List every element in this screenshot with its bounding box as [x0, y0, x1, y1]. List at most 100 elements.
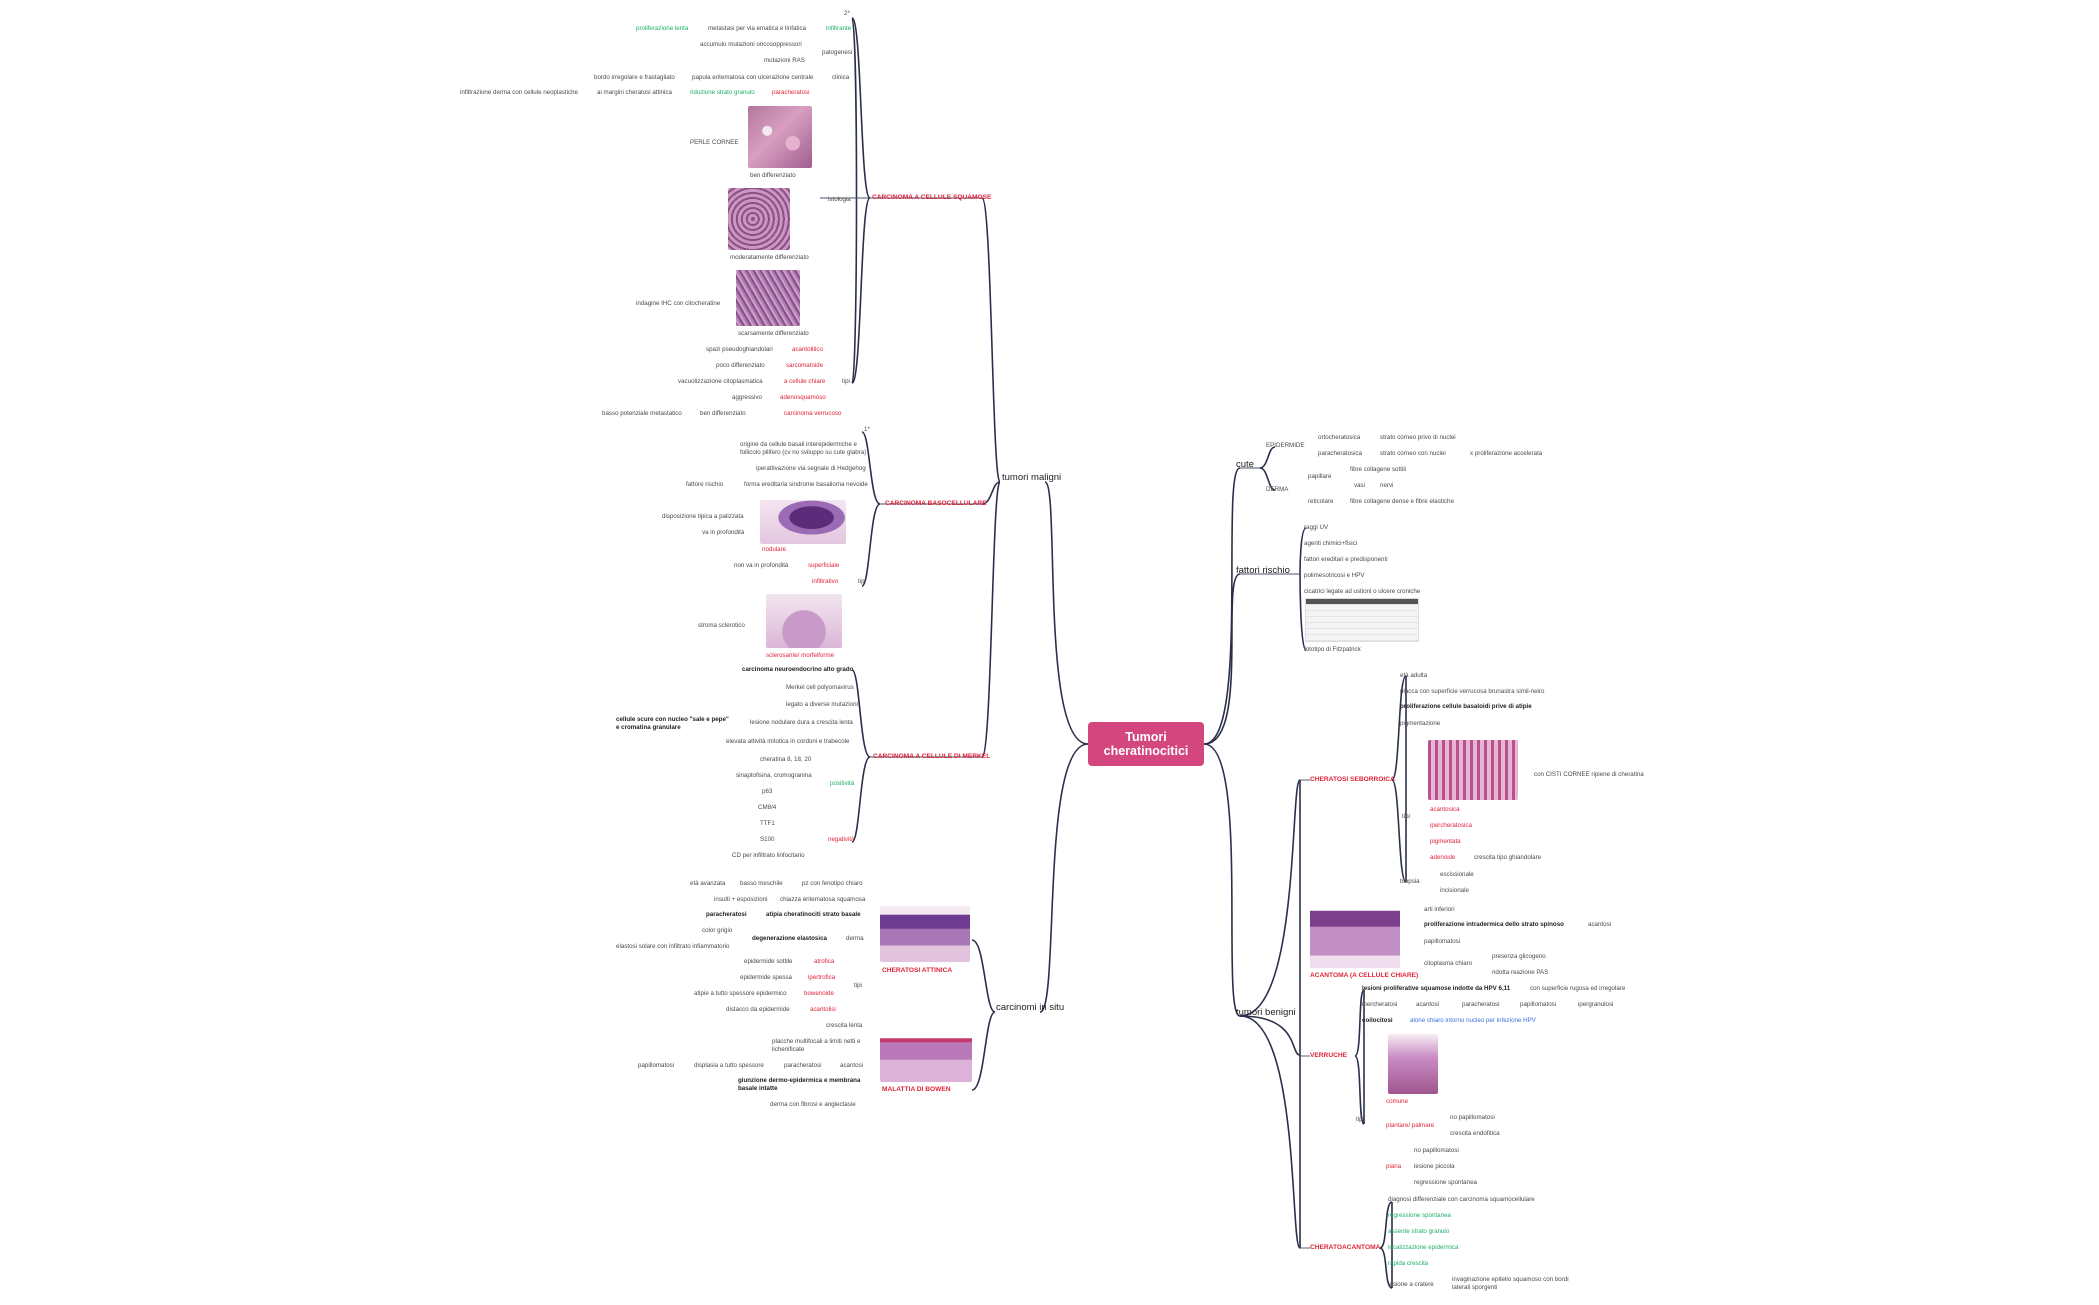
seb-t1: acantosica [1430, 806, 1460, 813]
histology-image [1388, 1034, 1438, 1094]
bowen-giunzione2: basale intatte [738, 1085, 778, 1092]
scc-tipi: tipi [842, 378, 850, 385]
bcc-tipi: tipi [858, 578, 866, 585]
rischio-foto: fototipo di Fitzpatrick [1304, 646, 1361, 653]
branch-tumori-benigni[interactable]: tumori benigni [1236, 1007, 1296, 1018]
scc-t4b: adenosquamoso [780, 394, 826, 401]
seb-b2: incisionale [1440, 887, 1469, 894]
merkel-p2: sinaptofisina, cromogranina [736, 772, 812, 779]
attinica-chiazza: chiazza eritematosa squamosa [780, 896, 866, 903]
bcc-origine2: follicolo pilifero (cv no sviluppo su cu… [740, 449, 867, 456]
verruche-comune: comune [1386, 1098, 1409, 1105]
scc-mut2: mutazioni RAS [764, 57, 805, 64]
scc-t3a: vacuolizzazione citoplasmatica [678, 378, 763, 385]
scc-moder: moderatamente differenziato [730, 254, 809, 261]
bowen-placche1: placche multifocali a limiti netti e [772, 1038, 861, 1045]
merkel-p3: p63 [762, 788, 773, 795]
attinica-e2a: epidermide spessa [740, 974, 792, 981]
bcc-origine1: origine da cellule basali interepidermic… [740, 441, 857, 448]
seb-title[interactable]: CHERATOSI SEBORROICA [1310, 776, 1395, 783]
scc-metastasi: metastasi per via ematica e linfatica [708, 25, 807, 32]
cute-ret-d: fibre collagene dense e fibre elastiche [1350, 498, 1454, 505]
cute-nervi: nervi [1380, 482, 1394, 489]
bcc-disposizione: disposizione tipica a palizzata [662, 513, 744, 520]
chera-d2: regressione spontanea [1388, 1212, 1451, 1219]
verruche-piana: piana [1386, 1163, 1402, 1170]
bcc-title[interactable]: CARCINOMA BASOCELLULARE [885, 500, 987, 507]
scc-bordo: bordo irregolare e frastagliato [594, 74, 675, 81]
scc-indagine: indagine IHC con citocheratine [636, 300, 721, 307]
verruche-coilo-d: alone chiaro intorno nucleo per infezion… [1410, 1017, 1536, 1024]
attinica-derma: derma [846, 935, 864, 942]
verruche-plantare: plantare/ palmare [1386, 1122, 1435, 1129]
scc-margini: ai margini cheratosi attinica [597, 89, 672, 96]
branch-carcinomi-in-situ[interactable]: carcinomi in situ [996, 1002, 1065, 1013]
branch-fattori-rischio[interactable]: fattori rischio [1236, 565, 1290, 576]
seb-prolif: proliferazione cellule basaloidi prive d… [1400, 703, 1532, 710]
verruche-acantosi: acantosi [1416, 1001, 1440, 1008]
bcc-nodulare: nodulare [762, 546, 787, 553]
scc-paracheratosi: paracheratosi [772, 89, 810, 96]
chera-d3: assente strato granulo [1388, 1228, 1450, 1235]
merkel-elevata: elevata attività mitotica in cordoni e t… [726, 738, 850, 745]
bcc-iper: iperattivazione via segnale di Hedgehog [756, 465, 866, 472]
cute-parak-d: strato corneo con nuclei [1380, 450, 1446, 457]
chera-title[interactable]: CHERATOACANTOMA [1310, 1244, 1381, 1251]
merkel-positivita: positività [830, 780, 855, 787]
bowen-title[interactable]: MALATTIA DI BOWEN [882, 1086, 951, 1093]
attinica-e2b: ipertrofica [808, 974, 836, 981]
seb-pigment: pigmentazione [1400, 720, 1441, 727]
scc-infiltrazione: infiltrazione derma con cellule neoplast… [460, 89, 578, 96]
histology-image [760, 500, 846, 544]
histology-image [880, 1032, 972, 1082]
attinica-title[interactable]: CHERATOSI ATTINICA [882, 967, 953, 974]
bowen-papillo: papillomatosi [638, 1062, 675, 1069]
scc-papula: papula eritematosa con ulcerazione centr… [692, 74, 814, 81]
merkel-legato: legato a diverse mutazioni [786, 701, 858, 708]
histology-image [880, 906, 970, 962]
verruche-lesioni: lesioni proliferative squamose indotte d… [1362, 985, 1511, 992]
attinica-insulti: insulti + esposizioni [714, 896, 768, 903]
bowen-displasia: displasia a tutto spessore [694, 1062, 764, 1069]
branch-cute[interactable]: cute [1236, 459, 1254, 470]
verruche-parak: paracheratosi [1462, 1001, 1500, 1008]
verruche-title[interactable]: VERRUCHE [1310, 1052, 1348, 1059]
acantoma-papillo: papillomatosi [1424, 938, 1461, 945]
cute-ortho: ortocheratosica [1318, 434, 1361, 441]
branch-tumori-maligni[interactable]: tumori maligni [1002, 472, 1062, 483]
scc-title[interactable]: CARCINOMA A CELLULE SQUAMOSE [872, 194, 992, 201]
rischio-r2: agenti chimici+fisici [1304, 540, 1358, 547]
bcc-infiltrativo: infiltrativo [812, 578, 839, 585]
bowen-derma: derma con fibrosi e angiectasie [770, 1101, 856, 1108]
bcc-forma: forma ereditaria sindrome basalioma nevo… [744, 481, 868, 488]
acantoma-arti: arti inferiori [1424, 906, 1455, 913]
attinica-eta: età avanzata [690, 880, 726, 887]
cute-epidermide: EPIDERMIDE [1266, 442, 1305, 449]
root-node[interactable]: Tumori cheratinocitici [1088, 722, 1204, 766]
acantoma-c2: ridotta reazione PAS [1492, 969, 1549, 976]
scc-clinica: clinica [832, 74, 850, 81]
verruche-lesioni-d: con superficie rugosa ed irregolare [1530, 985, 1626, 992]
scc-mut1: accumulo mutazioni oncosoppressori [700, 41, 802, 48]
merkel-cellule2: e cromatina granulare [616, 724, 681, 731]
chera-l2: laterali sporgenti [1452, 1284, 1498, 1291]
chera-d5: rapida crescita [1388, 1260, 1429, 1267]
histology-image [1428, 740, 1518, 800]
scc-t5m: ben differenziato [700, 410, 746, 417]
scc-t4a: aggressivo [732, 394, 762, 401]
merkel-lesione: lesione nodulare dura a crescita lenta [750, 719, 853, 726]
verruche-papillo: papillomatosi [1520, 1001, 1557, 1008]
acantoma-c1: presenza glicogeno [1492, 953, 1546, 960]
scc-asterisk: 2* [844, 10, 850, 17]
merkel-cellule1: cellule scure con nucleo "sale e pepe" [616, 716, 729, 723]
bcc-stroma: stroma sclerotico [698, 622, 745, 629]
bowen-crescita: crescita lenta [826, 1022, 863, 1029]
attinica-pz: pz con fenotipo chiaro [802, 880, 863, 887]
cute-parak-e: x proliferazione accelerata [1470, 450, 1543, 457]
seb-b1: escissionale [1440, 871, 1474, 878]
cute-ortho-d: strato corneo privo di nuclei [1380, 434, 1456, 441]
merkel-title[interactable]: CARCINOMA A CELLULE DI MERKEL [873, 753, 991, 760]
bowen-placche2: lichenificate [772, 1046, 805, 1053]
acantoma-title[interactable]: ACANTOMA (A CELLULE CHIARE) [1310, 972, 1419, 979]
